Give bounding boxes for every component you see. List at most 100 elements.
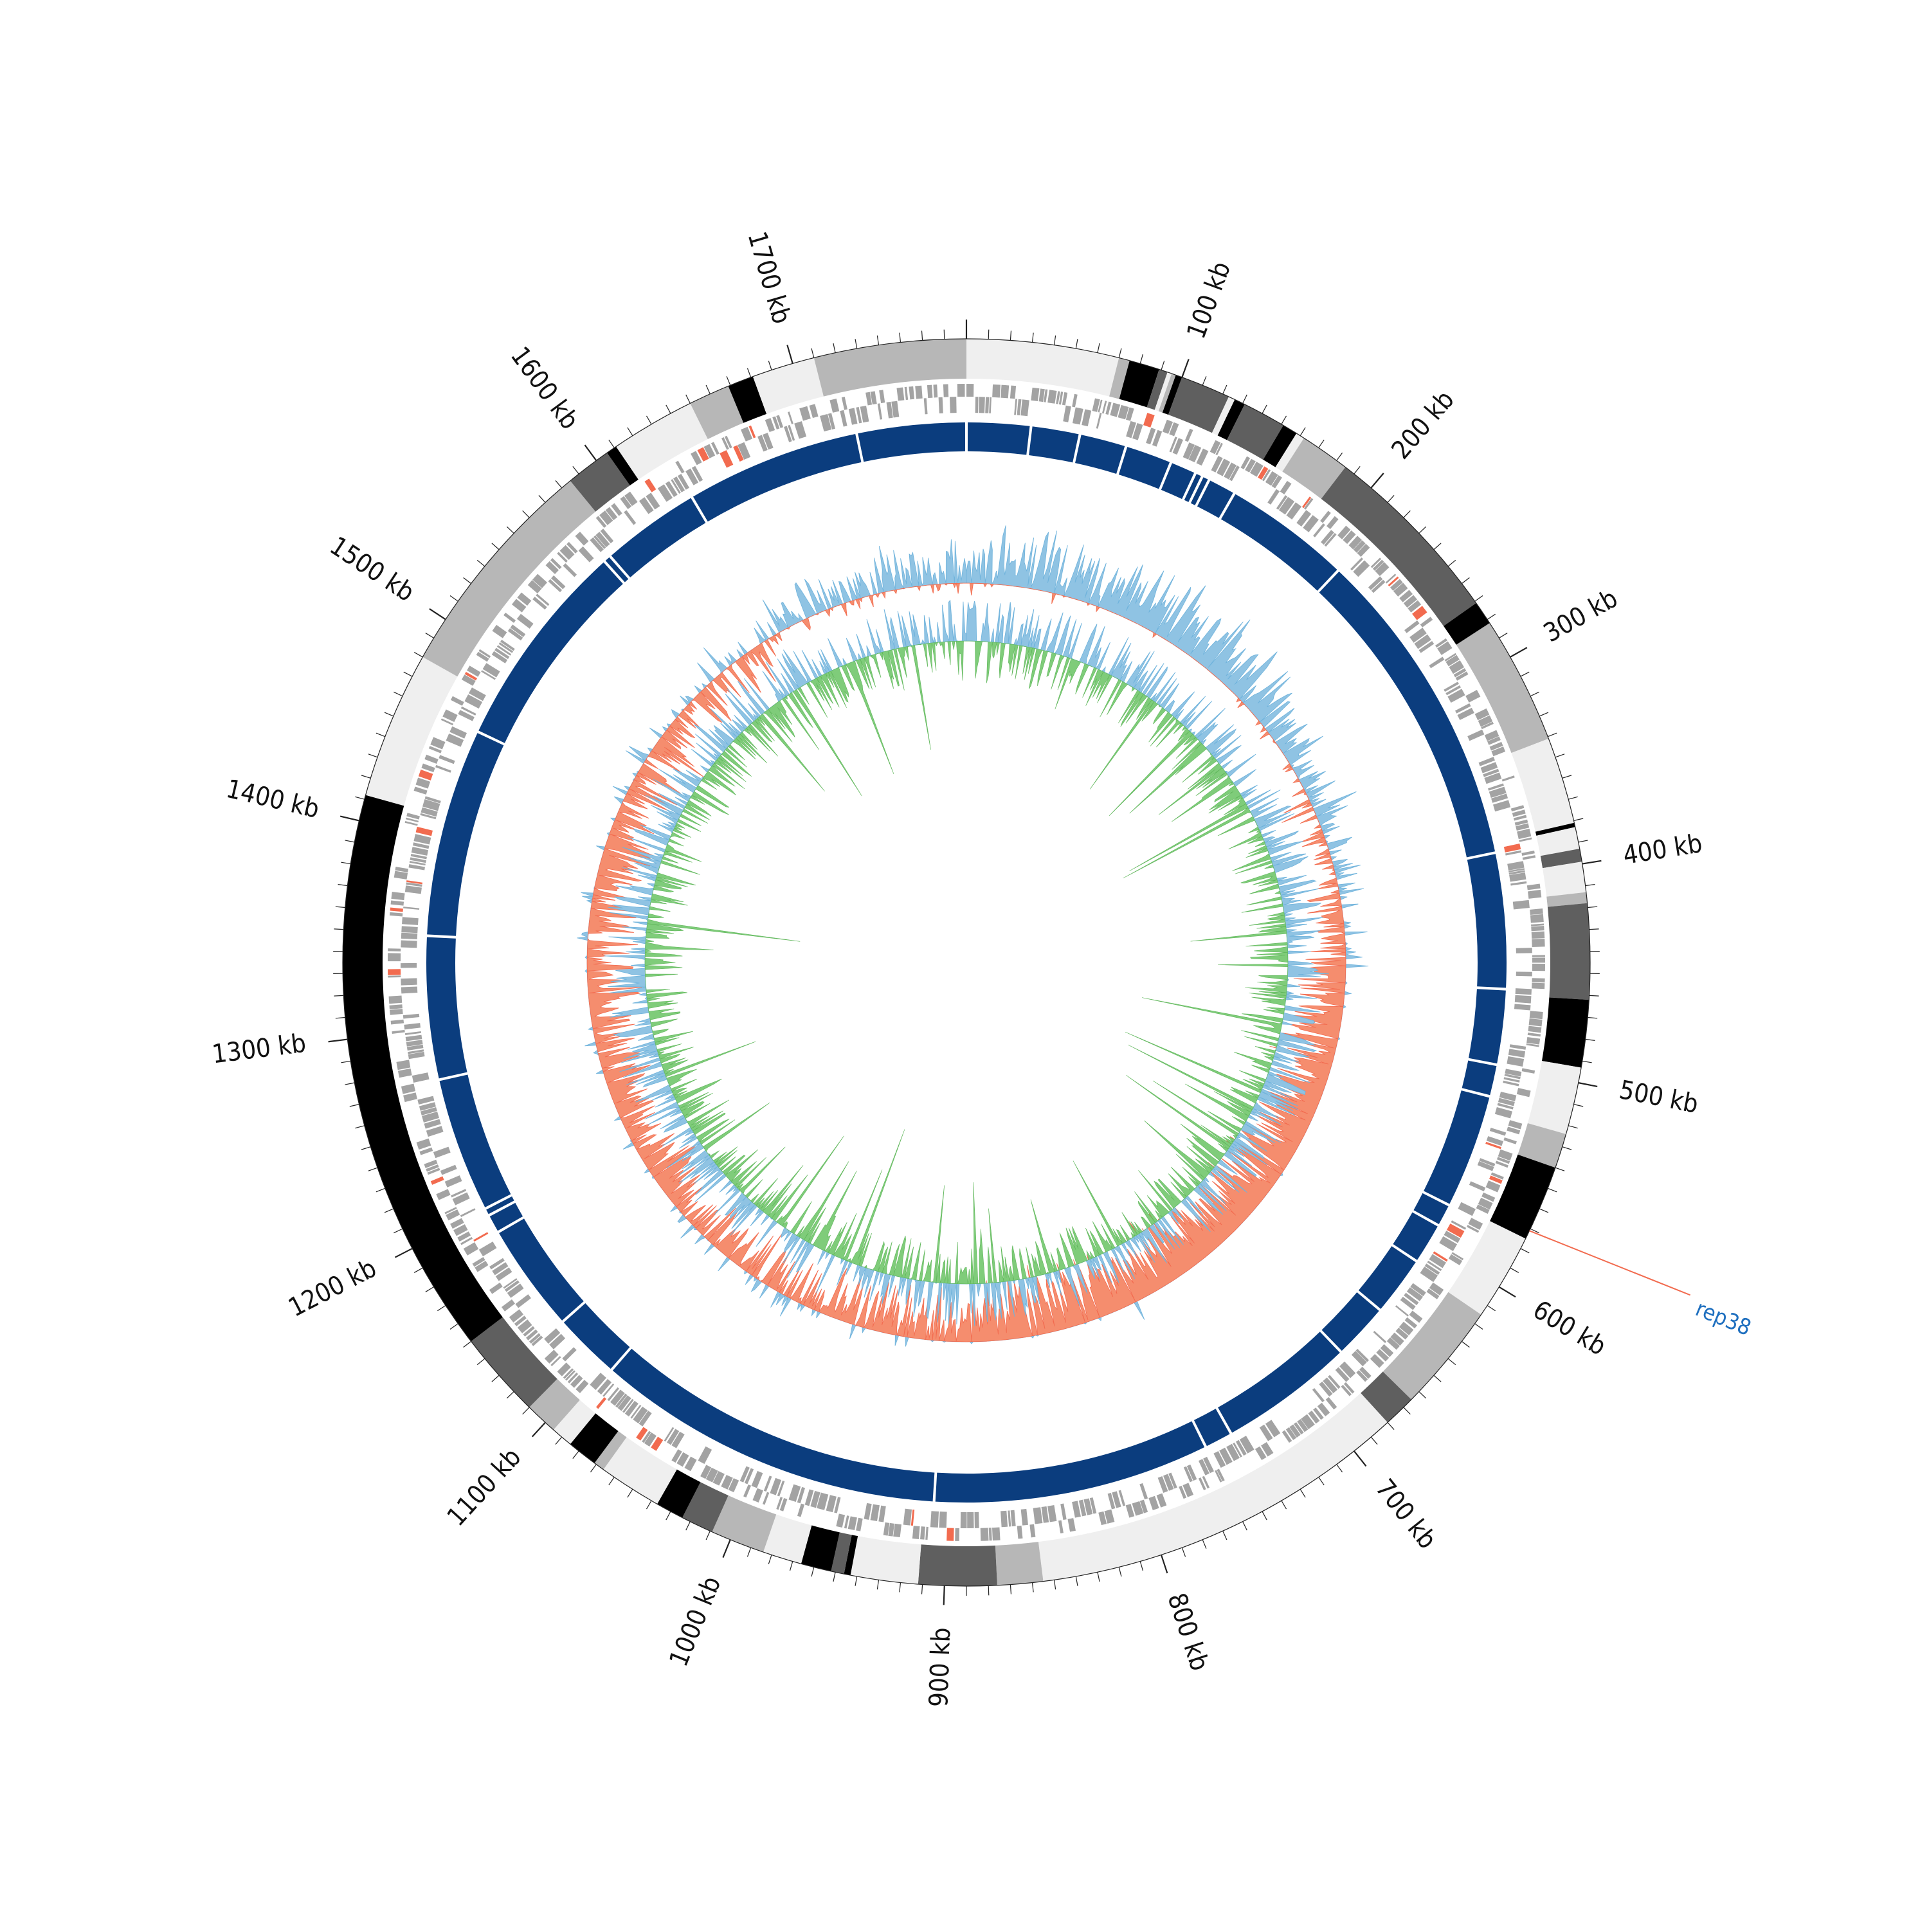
minor-tick: [1475, 596, 1483, 602]
tick-label: 1100 kb: [442, 1443, 527, 1532]
gene-feature: [403, 907, 419, 910]
gene-feature: [502, 1299, 515, 1312]
gene-feature: [464, 1242, 478, 1256]
gene-feature: [1267, 489, 1280, 505]
minor-tick: [1434, 1375, 1441, 1382]
gene-feature: [878, 403, 882, 419]
minor-tick: [1548, 733, 1557, 736]
minor-tick: [1574, 1105, 1584, 1106]
minor-tick: [1281, 1501, 1287, 1509]
gene-feature: [390, 1009, 403, 1015]
minor-tick: [414, 1268, 422, 1272]
minor-tick: [877, 336, 878, 345]
minor-tick: [1262, 405, 1267, 413]
major-tick: [787, 345, 792, 364]
gene-feature: [1508, 1049, 1525, 1058]
minor-tick: [1371, 1437, 1377, 1444]
contig-block: [611, 498, 706, 577]
minor-tick: [507, 527, 514, 533]
minor-tick: [464, 1341, 471, 1347]
minor-tick: [1243, 395, 1247, 403]
karyotype-band: [366, 657, 458, 806]
gene-feature: [829, 399, 839, 413]
tick-label: 700 kb: [1370, 1474, 1442, 1555]
minor-tick: [727, 376, 730, 385]
gene-feature: [563, 563, 577, 577]
major-tick: [1371, 473, 1383, 488]
tick-label: 1600 kb: [505, 341, 584, 435]
minor-tick: [747, 1548, 750, 1557]
tick-label: 300 kb: [1539, 584, 1622, 649]
contig-block: [1119, 447, 1170, 489]
tick-label: 1000 kb: [664, 1572, 727, 1670]
minor-tick: [1568, 1126, 1577, 1128]
gene-feature: [975, 397, 979, 413]
rna-feature: [390, 907, 403, 912]
gene-feature: [1516, 988, 1532, 995]
gene-feature: [1029, 1524, 1035, 1538]
gene-feature: [989, 1528, 992, 1540]
minor-tick: [811, 1567, 814, 1577]
gene-feature: [445, 1175, 462, 1187]
gene-feature: [878, 1506, 885, 1522]
minor-tick: [1555, 1168, 1564, 1171]
gene-feature: [1373, 1331, 1386, 1343]
minor-tick: [768, 1555, 772, 1564]
gene-feature: [440, 1165, 457, 1175]
gene-feature: [1502, 775, 1515, 782]
major-tick: [1354, 1451, 1366, 1467]
gene-feature: [1513, 900, 1530, 910]
minor-tick: [1589, 929, 1599, 930]
gene-feature: [992, 384, 1001, 398]
minor-tick: [492, 1375, 499, 1382]
minor-tick: [1448, 1359, 1456, 1365]
gene-feature: [788, 411, 793, 424]
karyotype-band: [1542, 997, 1589, 1067]
minor-tick: [833, 343, 835, 353]
gene-feature: [1017, 399, 1022, 415]
gene-feature: [1139, 1483, 1148, 1499]
gene-feature: [433, 1147, 451, 1159]
gene-feature: [479, 1241, 497, 1256]
minor-tick: [1419, 527, 1426, 533]
gene-feature: [1528, 1033, 1541, 1036]
minor-tick: [1010, 1585, 1011, 1594]
gene-feature: [979, 397, 985, 413]
rna-feature: [596, 1397, 606, 1409]
gene-feature: [966, 384, 974, 397]
gene-feature: [1042, 1506, 1049, 1523]
minor-tick: [855, 1576, 857, 1586]
minor-tick: [988, 330, 989, 339]
minor-tick: [1262, 1512, 1267, 1520]
major-tick: [1499, 1287, 1516, 1297]
gene-feature: [1047, 390, 1056, 403]
gene-feature: [860, 406, 869, 422]
karyotype-band: [1456, 623, 1549, 753]
gene-feature: [915, 386, 922, 399]
minor-tick: [464, 578, 471, 584]
annotation-leader-line: [1530, 1231, 1690, 1295]
gene-feature: [1067, 1518, 1076, 1531]
gene-feature: [401, 926, 418, 933]
gene-feature: [624, 510, 636, 525]
gene-feature: [1469, 1181, 1485, 1191]
gene-feature: [1386, 573, 1397, 583]
minor-tick: [1388, 495, 1394, 502]
gene-feature: [1014, 399, 1017, 415]
minor-tick: [345, 1083, 355, 1085]
gene-feature: [408, 864, 425, 870]
gene-feature: [1495, 1107, 1512, 1119]
tick-label: 100 kb: [1181, 258, 1236, 343]
gene-feature: [896, 387, 904, 401]
minor-tick: [341, 862, 350, 863]
minor-tick: [1354, 466, 1360, 474]
gene-feature: [436, 1189, 450, 1200]
minor-tick: [666, 405, 671, 413]
gene-feature: [414, 787, 428, 795]
minor-tick: [523, 510, 530, 518]
minor-tick: [1223, 1531, 1227, 1540]
gene-feature: [1527, 884, 1541, 890]
contig-block: [1359, 1246, 1416, 1309]
gene-feature: [1516, 948, 1532, 953]
